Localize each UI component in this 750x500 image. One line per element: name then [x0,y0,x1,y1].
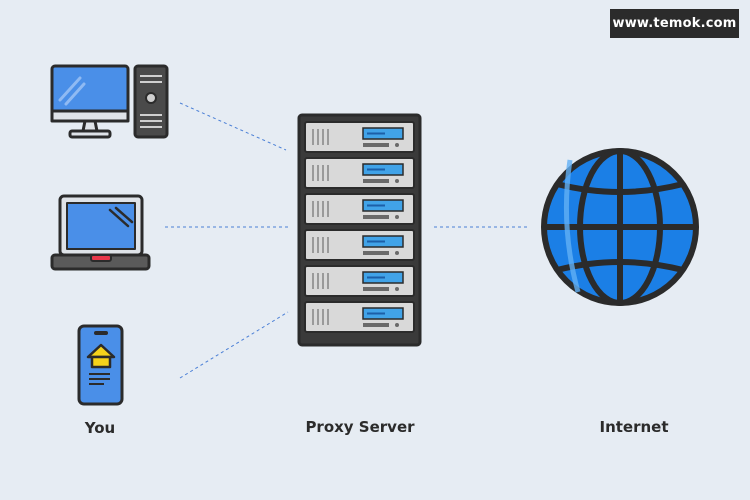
server-unit [304,121,415,153]
connections [165,102,527,379]
you-label: You [84,419,116,437]
proxy-server-label: Proxy Server [305,418,415,436]
server-unit [304,229,415,261]
server-unit [304,265,415,297]
watermark: www.temok.com [610,9,739,38]
server-unit [304,301,415,333]
server-units [304,121,415,333]
internet-label: Internet [599,418,669,436]
laptop-icon [50,194,151,271]
desktop-to-proxy-line [179,102,287,151]
server-rack-icon [297,113,422,347]
globe-icon [541,148,699,306]
phone-icon [77,324,124,406]
phone-to-proxy-line [179,311,289,379]
server-unit [304,193,415,225]
desktop-icon [50,64,169,139]
server-unit [304,157,415,189]
